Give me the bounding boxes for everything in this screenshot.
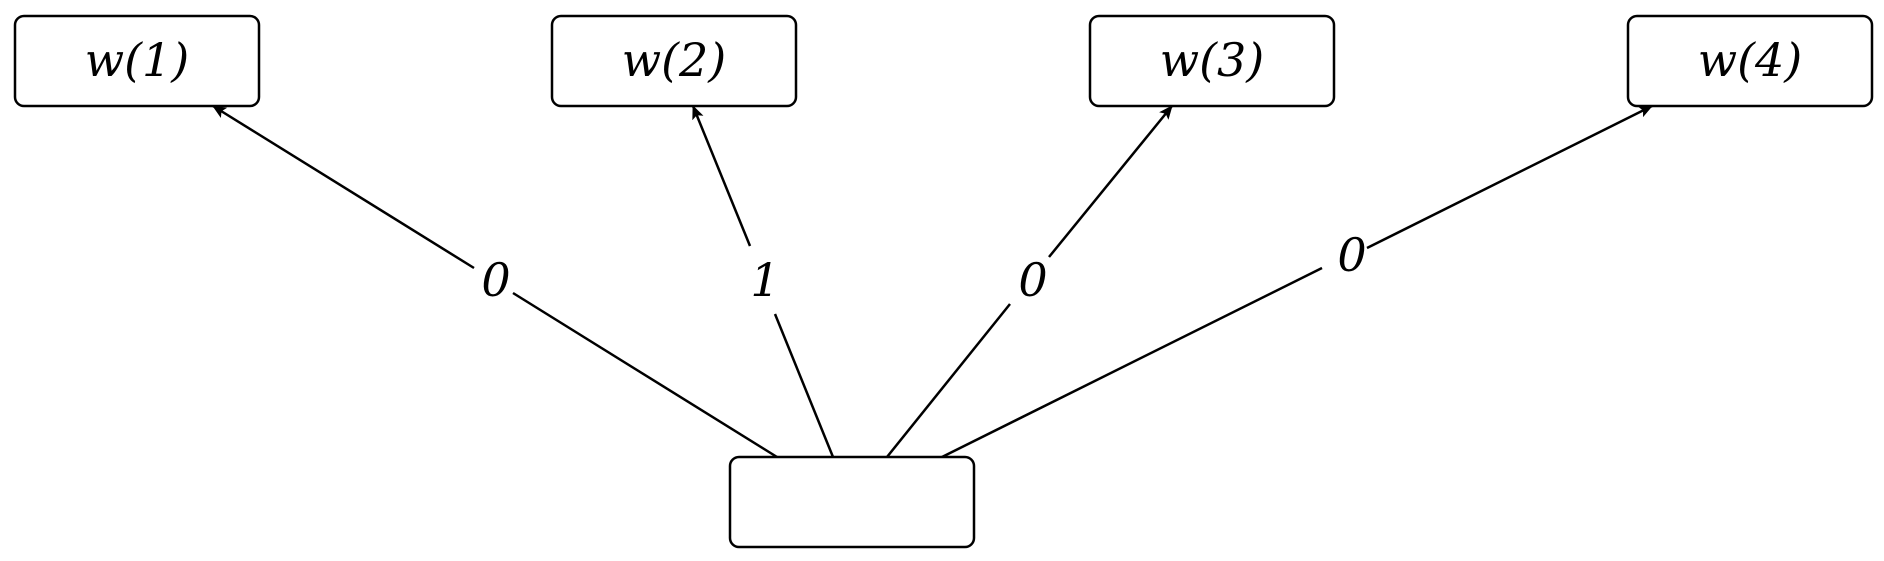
node-box [1088,14,1336,108]
edge-to-node-4: 0 [941,104,1653,459]
edge-to-node-3: 0 [886,105,1173,458]
node-label: w(2) [622,33,727,87]
edge-to-node-1: 0 [212,104,778,459]
source-node[interactable] [728,455,976,549]
edge-line-lower [512,291,778,459]
edge-line-upper [1366,104,1653,250]
edge-line-upper [691,105,752,247]
node-label: w(4) [1698,33,1803,87]
target-node-2[interactable]: w(2) [550,14,798,108]
edge-label: 1 [750,253,779,307]
node-box [1626,14,1874,108]
edge-label: 0 [1018,253,1047,307]
node-box [728,455,976,549]
edge-line-lower [773,313,835,458]
node-box [13,14,261,108]
edge-line-upper [212,104,475,270]
edge-label: 0 [1337,228,1366,282]
node-label: w(3) [1160,33,1265,87]
edge-line-lower [886,303,1011,458]
edge-line-lower [941,266,1323,459]
node-label: w(1) [85,33,190,87]
target-node-3[interactable]: w(3) [1088,14,1336,108]
edge-label: 0 [481,253,510,307]
target-node-1[interactable]: w(1) [13,14,261,108]
edge-line-upper [1048,105,1173,258]
target-node-4[interactable]: w(4) [1626,14,1874,108]
edge-to-node-2: 1 [691,105,835,458]
node-box [550,14,798,108]
